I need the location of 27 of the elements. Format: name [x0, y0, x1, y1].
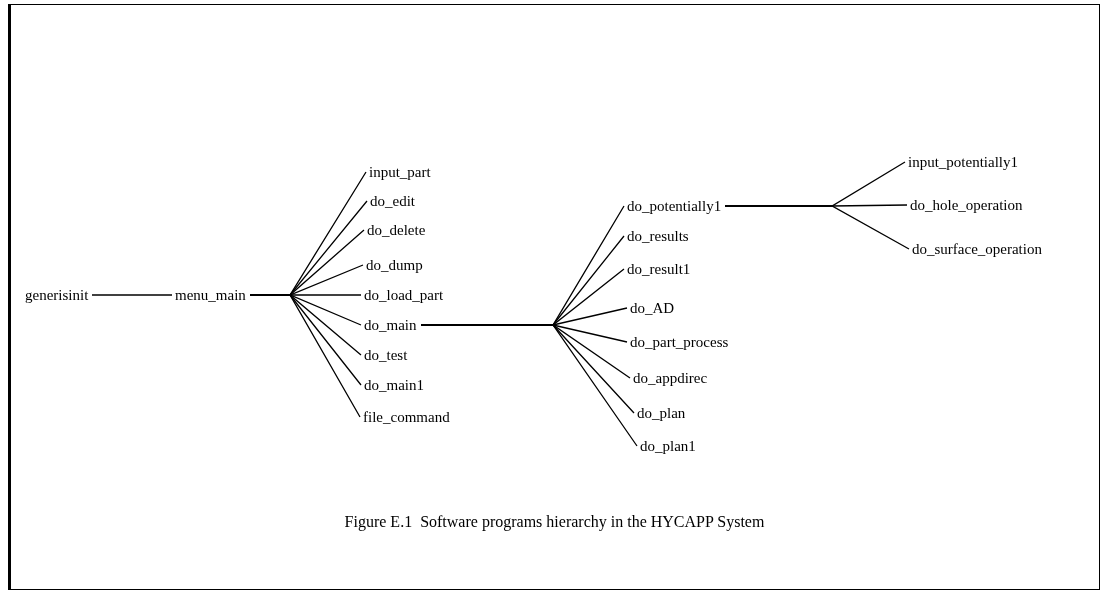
- program-name: do_load_part: [364, 286, 444, 304]
- program-name: do_main: [364, 316, 417, 334]
- program-name: do_main1: [364, 376, 424, 394]
- program-name: file_command: [363, 408, 450, 426]
- program-name: do_AD: [630, 299, 675, 317]
- program-name: do_part_process: [630, 333, 729, 351]
- program-name: do_results: [627, 227, 689, 245]
- connector-line: [91, 294, 173, 296]
- program-name: do_edit: [370, 192, 415, 210]
- program-name: input_potentially1: [908, 153, 1018, 171]
- program-name: do_plan: [637, 404, 686, 422]
- program-name: menu_main: [175, 286, 246, 304]
- connector-line: [249, 294, 361, 418]
- program-name: do_delete: [367, 221, 426, 239]
- program-name: do_test: [364, 346, 408, 364]
- program-name: do_potentially1: [627, 197, 722, 215]
- program-name: do_plan1: [640, 437, 696, 455]
- program-name: input_part: [369, 163, 431, 181]
- program-name: do_dump: [366, 256, 423, 274]
- program-name: do_result1: [627, 260, 691, 278]
- connector-line: [724, 205, 910, 250]
- program-name: do_appdirec: [633, 369, 708, 387]
- program-name: generisinit: [25, 286, 89, 304]
- connector-line: [420, 324, 638, 447]
- program-name: do_surface_operation: [912, 240, 1042, 258]
- program-name: do_hole_operation: [910, 196, 1023, 214]
- figure-caption: Figure E.1 Software programs hierarchy in the HYCAPP System: [343, 512, 766, 533]
